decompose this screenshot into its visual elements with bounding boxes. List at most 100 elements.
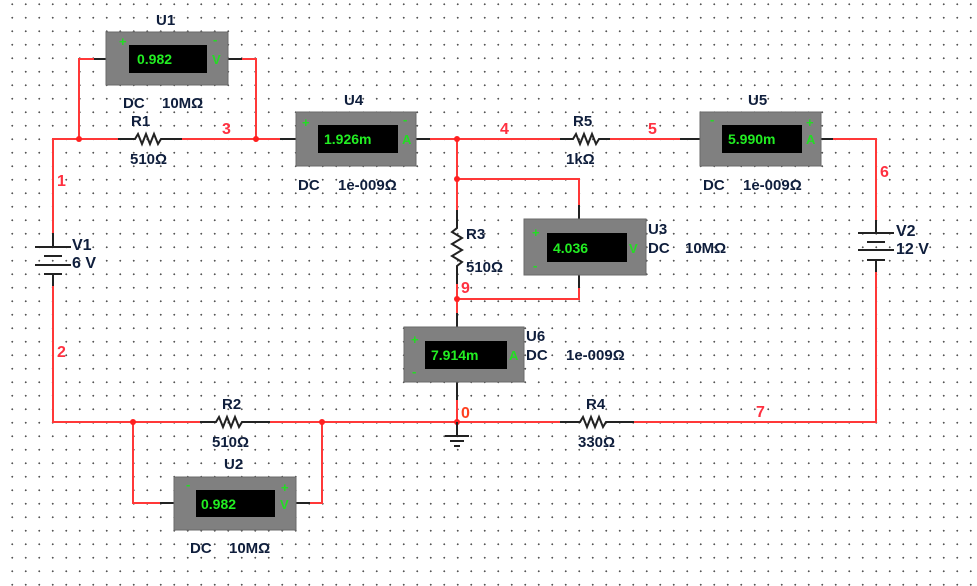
voltmeter-u2[interactable]: 0.982 - + V U2 DC 10MΩ <box>160 456 310 557</box>
resistor-r4-value: 330Ω <box>578 434 615 451</box>
net-label-4: 4 <box>500 121 509 138</box>
meter-display <box>722 125 802 153</box>
meter-u3-plus: + <box>532 225 540 240</box>
meter-u4-reading: 1.926m <box>324 131 371 147</box>
net-label-7: 7 <box>756 404 765 421</box>
meter-u5-reading: 5.990m <box>728 131 775 147</box>
battery-v2-ref: V2 <box>896 223 916 240</box>
junction-dot <box>454 136 460 142</box>
net-label-3: 3 <box>222 121 231 138</box>
battery-v1[interactable]: V1 6 V <box>35 233 96 286</box>
meter-u5-mode: DC <box>703 177 725 194</box>
meter-display <box>547 233 627 262</box>
meter-u2-plus: + <box>281 480 289 495</box>
meter-u5-plus: + <box>806 115 814 130</box>
meter-u3-mode: DC <box>648 240 670 257</box>
ammeter-u5[interactable]: 5.990m - + A U5 DC 1e-009Ω <box>680 92 833 194</box>
meter-u3-minus: - <box>533 258 537 273</box>
resistor-r3[interactable]: R3 510Ω <box>450 210 503 284</box>
wire-u2-right[interactable] <box>310 422 323 504</box>
net-label-1: 1 <box>57 173 66 190</box>
wire-net-7[interactable] <box>634 268 877 423</box>
net-label-5: 5 <box>648 121 657 138</box>
wire-u3-bottom[interactable] <box>457 288 580 300</box>
ground-icon[interactable] <box>445 422 469 447</box>
meter-u2-ref: U2 <box>224 456 243 473</box>
resistor-r3-ref: R3 <box>466 226 485 243</box>
net-label-0: 0 <box>461 405 470 422</box>
net-label-2: 2 <box>57 344 66 361</box>
meter-u3-reading: 4.036 <box>553 240 588 256</box>
resistor-r2-ref: R2 <box>222 396 241 413</box>
meter-display <box>196 490 275 517</box>
junction-dot <box>76 136 82 142</box>
resistor-r5-ref: R5 <box>573 113 592 130</box>
resistor-r1-value: 510Ω <box>130 151 167 168</box>
resistor-r1-ref: R1 <box>131 113 150 130</box>
meter-u6-ref: U6 <box>526 328 545 345</box>
voltmeter-u1[interactable]: 0.982 + - V U1 DC 10MΩ <box>94 12 242 112</box>
wire-u1-left[interactable] <box>78 58 94 139</box>
meter-u5-ref: U5 <box>748 92 767 109</box>
resistor-r4-symbol <box>560 414 634 430</box>
net-label-9: 9 <box>461 280 470 297</box>
meter-u6-resistance: 1e-009Ω <box>566 347 625 364</box>
resistor-r5-value: 1kΩ <box>566 151 595 168</box>
wire-u3-top[interactable] <box>457 178 580 205</box>
meter-u4-ref: U4 <box>344 92 364 109</box>
wire-net-2[interactable] <box>52 275 210 423</box>
wire-net-1[interactable] <box>52 138 79 233</box>
junction-dot <box>130 419 136 425</box>
meter-u2-resistance: 10MΩ <box>229 540 270 557</box>
resistor-r2-symbol <box>200 414 270 430</box>
meter-display <box>318 125 398 153</box>
battery-v2[interactable]: V2 12 V <box>858 220 929 272</box>
meter-u6-unit: A <box>509 348 519 363</box>
junction-dot <box>454 296 460 302</box>
ammeter-u4[interactable]: 1.926m + - A U4 DC 1e-009Ω <box>280 92 430 194</box>
resistor-r1-symbol <box>118 131 182 147</box>
battery-v1-value: 6 V <box>72 255 96 272</box>
meter-u2-reading: 0.982 <box>201 496 236 512</box>
meter-u1-unit: V <box>212 52 221 67</box>
resistor-r4-ref: R4 <box>586 396 606 413</box>
meter-display <box>129 45 207 73</box>
net-labels: 1 2 3 4 5 6 7 9 0 <box>57 121 889 422</box>
meter-u6-minus: - <box>412 364 416 379</box>
meter-u4-plus: + <box>302 115 310 130</box>
resistor-r2[interactable]: R2 510Ω <box>200 396 270 451</box>
resistor-r3-value: 510Ω <box>466 259 503 276</box>
resistor-r1[interactable]: R1 510Ω <box>118 113 182 168</box>
meter-u1-resistance: 10MΩ <box>162 95 203 112</box>
junctions <box>76 136 460 425</box>
junction-dot <box>319 419 325 425</box>
meter-u2-minus: - <box>186 477 190 492</box>
wire-net-6[interactable] <box>833 138 877 220</box>
resistor-r3-symbol <box>450 210 464 284</box>
meter-u1-mode: DC <box>123 95 145 112</box>
meter-u5-minus: - <box>710 112 714 127</box>
meter-u1-minus: - <box>213 32 217 47</box>
resistor-r2-value: 510Ω <box>212 434 249 451</box>
junction-dot <box>253 136 259 142</box>
meter-u6-mode: DC <box>526 347 548 364</box>
meter-u1-reading: 0.982 <box>137 51 172 67</box>
battery-v1-ref: V1 <box>72 237 92 254</box>
resistor-r4[interactable]: R4 330Ω <box>560 396 634 451</box>
meter-u1-plus: + <box>119 34 127 49</box>
meter-u4-resistance: 1e-009Ω <box>338 177 397 194</box>
meter-display <box>425 341 507 369</box>
ammeter-u6[interactable]: 7.914m + - A U6 DC 1e-009Ω <box>403 313 625 400</box>
meter-u5-resistance: 1e-009Ω <box>743 177 802 194</box>
resistor-r5[interactable]: R5 1kΩ <box>560 113 610 168</box>
meter-u5-unit: A <box>806 132 816 147</box>
meter-u3-unit: V <box>629 241 638 256</box>
wires <box>52 58 877 504</box>
wire-u1-right[interactable] <box>242 58 257 139</box>
meter-u6-reading: 7.914m <box>431 347 478 363</box>
meter-u1-ref: U1 <box>156 12 175 29</box>
junction-dot <box>454 176 460 182</box>
voltmeter-u3[interactable]: 4.036 + - V U3 DC 10MΩ <box>523 205 726 288</box>
wire-u2-left[interactable] <box>132 422 160 504</box>
